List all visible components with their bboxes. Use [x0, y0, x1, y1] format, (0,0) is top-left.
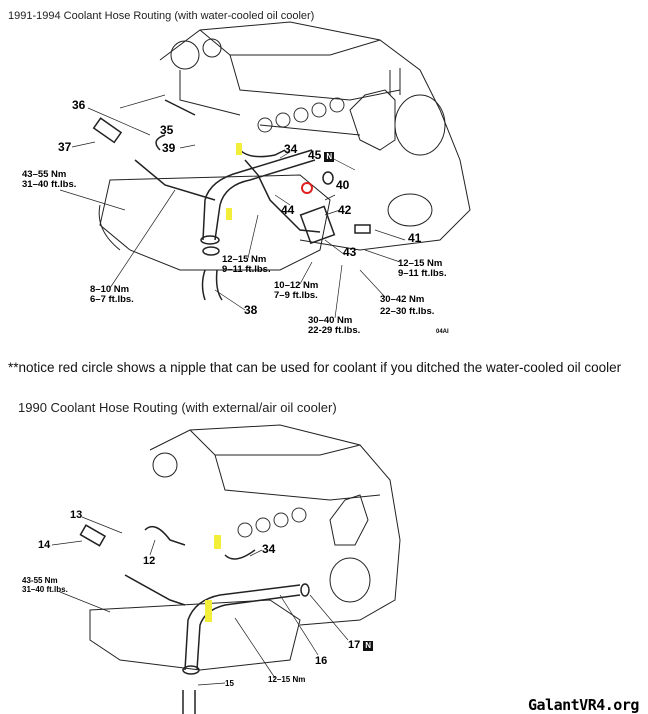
- torque-ftlbs: 22–30 ft.lbs.: [380, 306, 435, 317]
- part-38-label: 38: [244, 303, 258, 317]
- torque-ftlbs: 22-29 ft.lbs.: [308, 325, 361, 336]
- highlight-marker: [236, 143, 242, 155]
- part-16-label: 16: [315, 655, 328, 667]
- n-badge: N: [324, 152, 335, 162]
- part-13-label: 13: [70, 509, 83, 521]
- part-43-label: 43: [343, 245, 357, 259]
- torque-nm: 43–55 Nm: [22, 169, 67, 180]
- top-engine-outline: [98, 21, 471, 271]
- watermark: GalantVR4.org: [528, 696, 639, 714]
- part-14-label: 14: [38, 539, 51, 551]
- note-caption: **notice red circle shows a nipple that …: [8, 360, 622, 375]
- torque-ftlbs: 9–11 ft.lbs.: [222, 264, 271, 275]
- torque-ftlbs: 31–40 ft.lbs.: [22, 585, 68, 594]
- part-39-label: 39: [162, 141, 176, 155]
- torque-nm: 30–42 Nm: [380, 294, 425, 305]
- torque-nm: 12–15 Nm: [398, 258, 443, 269]
- red-circle-nipple-marker: [301, 182, 313, 194]
- part-17-number: 17: [348, 639, 361, 651]
- part-36-label: 36: [72, 98, 86, 112]
- bottom-diagram-title: 1990 Coolant Hose Routing (with external…: [18, 400, 337, 415]
- part-35-label: 35: [160, 123, 174, 137]
- torque-nm: 12–15 Nm: [222, 254, 267, 265]
- part-45-number: 45: [308, 148, 322, 162]
- part-34-label: 34: [284, 142, 298, 156]
- torque-nm: 10–12 Nm: [274, 280, 319, 291]
- torque-nm: 43-55 Nm: [22, 576, 58, 585]
- part-42-label: 42: [338, 203, 352, 217]
- highlight-marker: [214, 535, 221, 549]
- torque-ftlbs: 31–40 ft.lbs.: [22, 179, 77, 190]
- torque-nm: 8–10 Nm: [90, 284, 130, 295]
- part-44-label: 44: [281, 203, 295, 217]
- torque-ftlbs: 9–11 ft.lbs.: [398, 268, 447, 279]
- torque-nm: 30–40 Nm: [308, 315, 353, 326]
- highlight-marker: [226, 208, 232, 220]
- torque-ftlbs: 6–7 ft.lbs.: [90, 294, 134, 305]
- part-12-label: 12: [143, 555, 156, 567]
- torque-ftlbs: 7–9 ft.lbs.: [274, 290, 318, 301]
- n-badge: N: [363, 641, 374, 651]
- bottom-pipes: [79, 524, 310, 714]
- top-pipes: [92, 99, 371, 301]
- part-37-label: 37: [58, 140, 72, 154]
- part-34-label: 34: [262, 542, 276, 556]
- part-41-label: 41: [408, 231, 422, 245]
- bottom-engine-outline: [89, 424, 401, 671]
- bottom-leader-lines: [51, 516, 349, 686]
- torque-label: 12–15 Nm: [268, 675, 306, 684]
- part-15-label: 15: [225, 679, 234, 688]
- highlight-marker: [205, 600, 212, 622]
- figure-code: 04AI: [436, 329, 449, 335]
- top-diagram-title: 1991-1994 Coolant Hose Routing (with wat…: [8, 10, 315, 22]
- part-40-label: 40: [336, 178, 350, 192]
- top-leader-lines: [59, 94, 406, 319]
